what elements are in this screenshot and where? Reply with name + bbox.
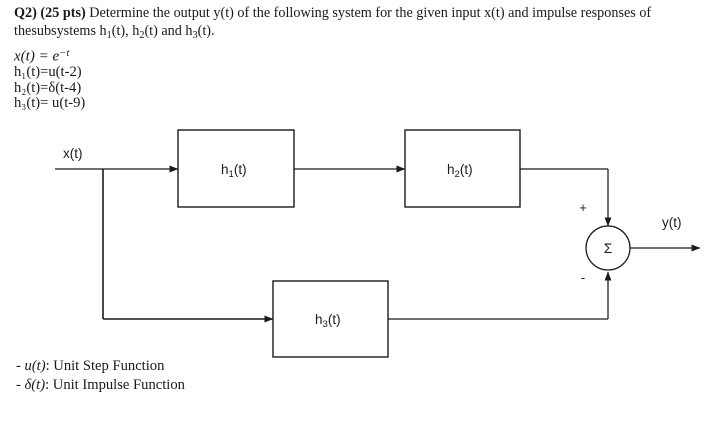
legend-text-2: : Unit Impulse Function: [45, 376, 185, 393]
h3-subscript: 3: [192, 29, 198, 41]
legend-dash-1: -: [16, 358, 25, 374]
legend-fn-delta: δ(t): [24, 376, 46, 393]
equation-h1-of-t: h₁(t)=u(t-2): [14, 63, 82, 80]
problem-number: Q2): [14, 5, 37, 21]
problem-statement-mid-2: (t) and h: [144, 22, 193, 39]
block-diagram: h1(t) h2(t) h3(t) Σ + - x(t) y(t): [0, 112, 716, 364]
input-signal-label: x(t): [63, 146, 83, 161]
problem-statement-text-b: subsystems h: [31, 22, 107, 39]
problem-statement: Q2) (25 pts) Determine the output y(t) o…: [14, 5, 708, 112]
h2-subscript: 2: [139, 29, 145, 41]
equation-h2-of-t: h₂(t)=δ(t-4): [14, 79, 82, 96]
legend-item-unit-impulse: - δ(t): Unit Impulse Function: [16, 376, 436, 395]
equation-x-lhs: x(t) = e: [14, 48, 60, 65]
block-h1: [177, 129, 295, 208]
equation-h3-of-t: h₃(t)= u(t-9): [14, 95, 86, 112]
block-h3-subscript: 3: [323, 319, 328, 330]
plus-sign-label: +: [579, 200, 587, 215]
minus-sign-label: -: [581, 270, 585, 285]
problem-points: (25 pts): [40, 5, 86, 21]
problem-paragraph: Q2) (25 pts) Determine the output y(t) o…: [14, 5, 708, 44]
equation-list: x(t) = e−t h₁(t)=u(t-2) h₂(t)=δ(t-4) h₃(…: [14, 46, 708, 112]
problem-statement-mid-1: (t), h: [111, 22, 140, 39]
output-signal-label: y(t): [662, 215, 682, 230]
block-h3-label: h3(t): [315, 312, 341, 330]
legend: - u(t): Unit Step Function - δ(t): Unit …: [16, 357, 436, 394]
block-h1-subscript: 1: [229, 169, 234, 180]
block-h2: [404, 129, 521, 208]
legend-item-unit-step: - u(t): Unit Step Function: [16, 357, 436, 376]
h1-subscript: 1: [106, 29, 112, 41]
problem-statement-text-a: Determine the output y(t) of the followi…: [14, 5, 652, 39]
problem-statement-end: (t).: [197, 22, 215, 39]
sigma-icon: Σ: [604, 241, 612, 256]
block-h1-label: h1(t): [221, 162, 247, 180]
block-h2-subscript: 2: [455, 169, 460, 180]
equation-x-exponent: −t: [59, 46, 70, 59]
equation-x-of-t: x(t) = e−t: [14, 46, 708, 65]
block-h3: [272, 280, 389, 358]
block-h2-label: h2(t): [447, 162, 473, 180]
legend-text-1: : Unit Step Function: [45, 358, 165, 374]
legend-dash-2: -: [16, 376, 25, 393]
legend-fn-u: u(t): [24, 358, 46, 374]
